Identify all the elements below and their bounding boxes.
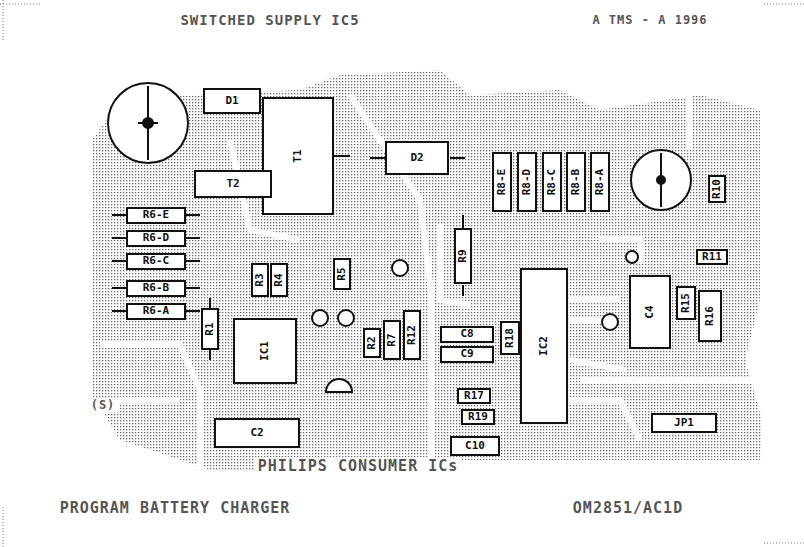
- component-label: IC2: [538, 336, 550, 356]
- component-box: R2: [363, 328, 381, 358]
- silkscreen-text: PROGRAM BATTERY CHARGER: [57, 499, 294, 517]
- component-label: R6-C: [143, 255, 170, 267]
- component-box: R6-E: [126, 207, 186, 224]
- component-box: T2: [194, 170, 272, 198]
- component-label: R6-E: [143, 209, 170, 221]
- component-box: R18: [500, 321, 520, 355]
- component-box: R17: [457, 388, 491, 404]
- component-box: C10: [450, 436, 500, 456]
- silkscreen-text: (S): [88, 398, 119, 412]
- component-box: IC1: [233, 318, 297, 384]
- silkscreen-text: PHILIPS CONSUMER ICs: [255, 457, 462, 475]
- component-label: R12: [406, 325, 418, 345]
- component-box: R8-A: [590, 152, 610, 212]
- component-label: R8-C: [546, 169, 558, 196]
- component-label: R2: [366, 336, 378, 349]
- component-box: C9: [440, 346, 494, 363]
- silkscreen-text: SWITCHED SUPPLY IC5: [177, 12, 362, 28]
- component-box: R11: [696, 249, 728, 265]
- component-box: R6-D: [126, 230, 186, 247]
- component-label: R19: [468, 411, 488, 423]
- component-label: R8-D: [521, 169, 533, 196]
- component-label: R10: [711, 179, 723, 199]
- component-box: JP1: [651, 413, 717, 433]
- component-box: T1: [262, 97, 334, 215]
- component-label: R17: [464, 390, 484, 402]
- component-box: R3: [251, 263, 269, 297]
- component-label: C9: [460, 348, 473, 360]
- silkscreen-text: OM2851/AC1D: [570, 499, 686, 517]
- component-box: R10: [708, 175, 726, 203]
- component-label: R6-D: [143, 232, 170, 244]
- component-label: R11: [702, 251, 722, 263]
- component-box: C4: [629, 275, 671, 349]
- component-label: T1: [292, 149, 304, 162]
- component-box: R9: [454, 228, 472, 284]
- component-box: R8-C: [542, 152, 562, 212]
- component-box: C2: [214, 418, 300, 448]
- component-label: R6-A: [143, 305, 170, 317]
- component-label: C8: [460, 328, 473, 340]
- component-box: R12: [403, 310, 421, 360]
- component-box: D1: [203, 88, 261, 114]
- silkscreen-text: A TMS - A 1996: [589, 13, 710, 27]
- component-label: IC1: [259, 341, 271, 361]
- component-box: R8-B: [566, 152, 586, 212]
- capacitor-symbols: [108, 83, 691, 210]
- component-label: T2: [226, 178, 239, 190]
- component-box: R19: [461, 409, 495, 425]
- component-box: D2: [385, 141, 449, 175]
- component-box: R6-C: [126, 253, 186, 270]
- component-label: C2: [250, 427, 263, 439]
- component-label: C4: [644, 305, 656, 318]
- component-label: D1: [225, 95, 238, 107]
- component-label: D2: [410, 152, 423, 164]
- component-label: R7: [386, 333, 398, 346]
- copper-area: [92, 70, 762, 470]
- component-label: R16: [704, 306, 716, 326]
- component-box: R7: [383, 320, 401, 360]
- transistor-symbols: [312, 251, 638, 392]
- component-box: R8-D: [517, 152, 537, 212]
- component-label: R15: [680, 293, 692, 313]
- component-box: R6-B: [126, 280, 186, 297]
- component-label: R5: [336, 267, 348, 280]
- component-label: R8-A: [594, 169, 606, 196]
- component-label: R1: [204, 322, 216, 335]
- component-label: R9: [457, 249, 469, 262]
- component-label: R4: [273, 273, 285, 286]
- component-box: R16: [698, 290, 722, 342]
- component-box: C8: [440, 326, 494, 343]
- component-label: R8-B: [570, 169, 582, 196]
- component-label: JP1: [674, 417, 694, 429]
- component-label: R3: [254, 273, 266, 286]
- component-box: R4: [270, 263, 288, 297]
- component-label: R18: [504, 328, 516, 348]
- component-box: R1: [201, 308, 219, 350]
- component-label: R8-E: [496, 169, 508, 196]
- component-box: R5: [333, 258, 351, 290]
- component-box: R6-A: [126, 303, 186, 320]
- component-box: R8-E: [492, 152, 512, 212]
- component-box: IC2: [520, 268, 568, 424]
- component-label: C10: [465, 440, 485, 452]
- component-label: R6-B: [143, 282, 170, 294]
- component-box: R15: [676, 286, 696, 320]
- trace-gaps: [100, 95, 755, 470]
